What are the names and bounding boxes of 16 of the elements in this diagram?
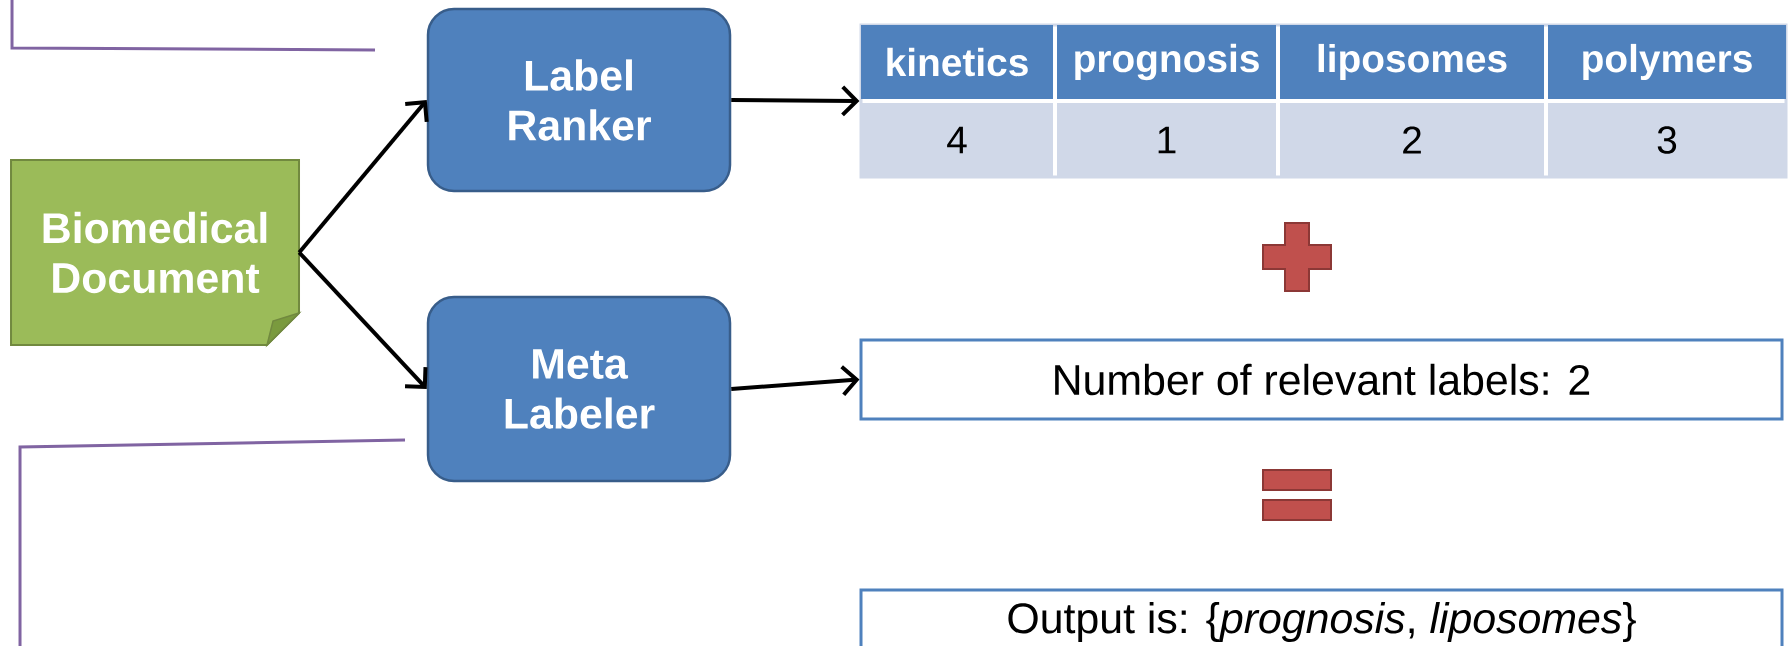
table-cell: 3 bbox=[1548, 103, 1786, 177]
table-cell: 1 bbox=[1057, 103, 1276, 177]
table-cell: 2 bbox=[1280, 103, 1544, 177]
arrow bbox=[731, 365, 860, 396]
arrow bbox=[731, 85, 860, 117]
process-box: Meta Labeler bbox=[426, 295, 732, 483]
arrow bbox=[297, 100, 429, 254]
process-box: Label Ranker bbox=[426, 7, 732, 193]
arrow bbox=[297, 251, 428, 389]
text-box: Number of relevant labels: 2 bbox=[859, 338, 1784, 421]
text-box: Output is: {prognosis, liposomes} bbox=[859, 588, 1784, 646]
table-header-cell: polymers bbox=[1548, 25, 1786, 99]
table-header-cell: prognosis bbox=[1057, 25, 1276, 99]
table-header-cell: kinetics bbox=[861, 25, 1053, 99]
table-cell: 4 bbox=[861, 103, 1053, 177]
table-header-cell: liposomes bbox=[1280, 25, 1544, 99]
